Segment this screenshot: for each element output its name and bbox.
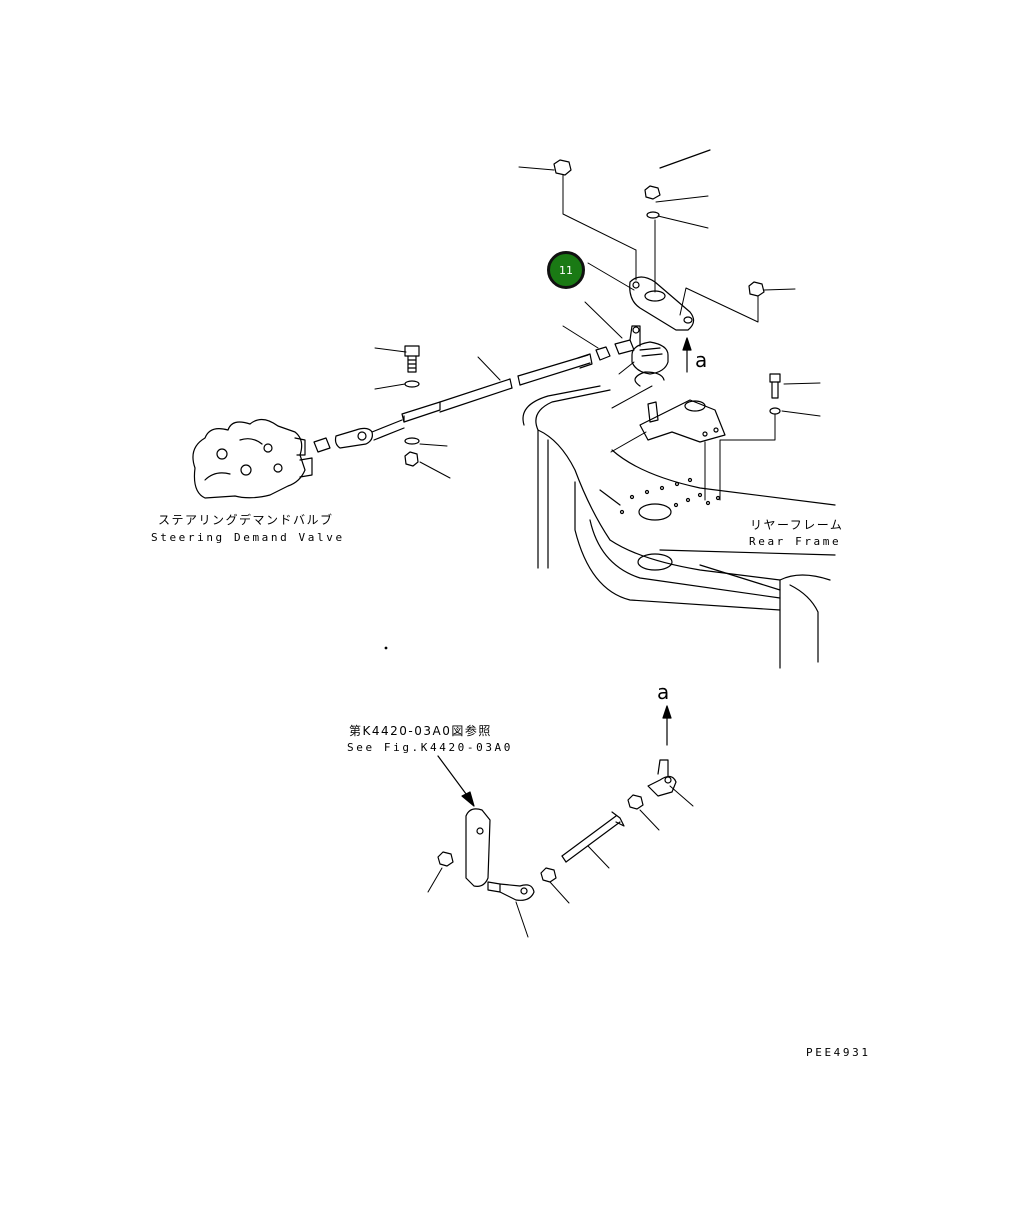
lever-bracket (629, 276, 695, 331)
view-arrow-bottom (662, 705, 672, 746)
leader-lines-bottom (427, 785, 694, 938)
valve-label-ja: ステアリングデマンドバルブ (158, 513, 334, 527)
view-a-label-top: a (695, 348, 708, 372)
steering-rod-assembly (313, 325, 641, 453)
see-fig-label-ja: 第K4420-03A0図参照 (349, 724, 492, 738)
upper-hardware (553, 149, 781, 443)
bolt-washer-set-left (404, 345, 420, 467)
frame-label-en: Rear Frame (749, 535, 842, 548)
drawing-id: PEE4931 (806, 1046, 871, 1059)
rear-frame (522, 385, 836, 669)
leader-lines-top (374, 166, 821, 501)
see-fig-label-en: See Fig.K4420-03A0 (347, 741, 514, 754)
valve-label-en: Steering Demand Valve (151, 531, 345, 544)
callout-number: 11 (559, 263, 573, 277)
frame-label-ja: リヤーフレーム (750, 518, 844, 532)
lower-detail (437, 755, 677, 901)
steering-demand-valve (192, 418, 313, 499)
view-a-label-bottom: a (657, 680, 670, 704)
view-arrow-top (682, 337, 692, 373)
callout-11[interactable]: 11 (547, 251, 585, 289)
